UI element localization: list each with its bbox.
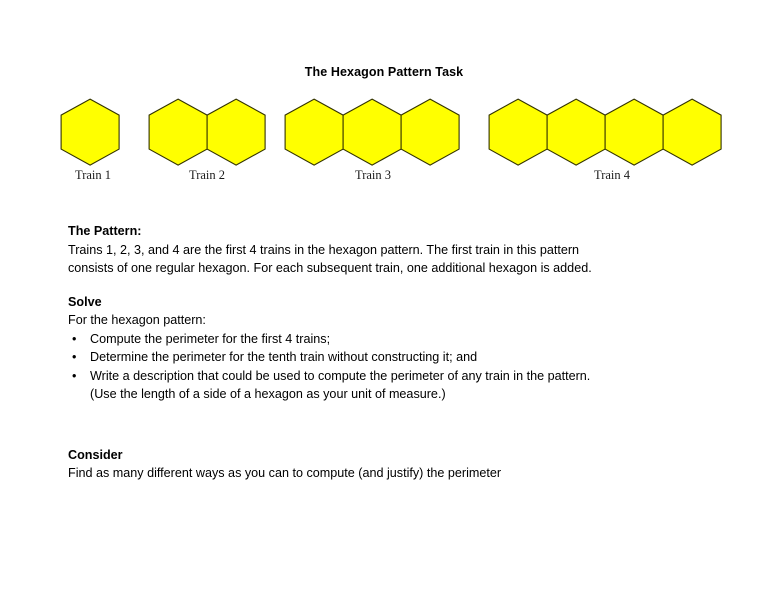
bullet-text: Compute the perimeter for the first 4 tr…	[90, 331, 331, 346]
hexagon	[206, 98, 266, 166]
solve-intro: For the hexagon pattern:	[68, 313, 206, 327]
hexagon	[60, 98, 120, 166]
train-group-1: Train 1	[60, 98, 120, 182]
bullet-icon: •	[72, 350, 77, 364]
list-item: • Write a description that could be used…	[68, 367, 748, 404]
train-label-2: Train 2	[189, 168, 226, 182]
train-label-1: Train 1	[75, 168, 112, 182]
hexagon	[488, 98, 548, 166]
train-group-4: Train 4	[488, 98, 722, 182]
hexagon	[342, 98, 402, 166]
hexagon-train-2	[148, 98, 266, 166]
bullet-icon: •	[72, 368, 77, 383]
consider-line-1: Find as many different ways as you can t…	[68, 466, 502, 480]
bullet-text: Write a description that could be used t…	[90, 368, 591, 383]
spacer-1	[68, 278, 748, 293]
train-label-3: Train 3	[355, 168, 392, 182]
pattern-heading: The Pattern:	[68, 224, 142, 238]
list-item: • Compute the perimeter for the first 4 …	[68, 330, 748, 349]
pattern-line-1: Trains 1, 2, 3, and 4 are the first 4 tr…	[68, 242, 580, 257]
hexagon	[400, 98, 460, 166]
hexagon	[604, 98, 664, 166]
hexagon-train-4	[488, 98, 722, 166]
pattern-line-2: consists of one regular hexagon. For eac…	[68, 261, 592, 275]
spacer-2	[68, 404, 748, 446]
hexagon	[284, 98, 344, 166]
list-item: • Determine the perimeter for the tenth …	[68, 348, 748, 367]
bullet-icon: •	[72, 331, 77, 346]
bullet-text: Determine the perimeter for the tenth tr…	[90, 350, 478, 364]
hexagon-train-3	[284, 98, 460, 166]
train-group-2: Train 2	[148, 98, 266, 182]
solve-bullet-list: • Compute the perimeter for the first 4 …	[68, 330, 748, 404]
hexagon	[662, 98, 722, 166]
body-text: The Pattern: Trains 1, 2, 3, and 4 are t…	[68, 222, 748, 483]
consider-heading: Consider	[68, 447, 123, 462]
hexagon	[546, 98, 606, 166]
train-group-3: Train 3	[284, 98, 460, 182]
solve-heading: Solve	[68, 294, 102, 309]
hexagon-train-1	[60, 98, 120, 166]
hexagon	[148, 98, 208, 166]
page-title: The Hexagon Pattern Task	[304, 65, 464, 79]
bullet-subtext: (Use the length of a side of a hexagon a…	[90, 387, 446, 401]
train-label-4: Train 4	[594, 168, 631, 182]
hexagon-figure: Train 1 Train 2 Train 3 Train 4	[0, 98, 768, 198]
